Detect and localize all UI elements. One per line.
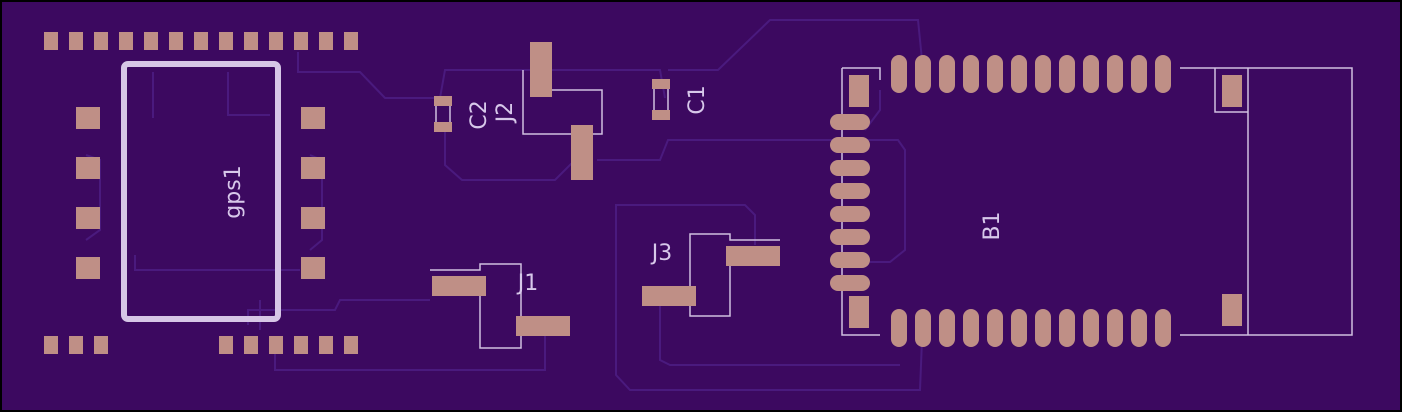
- b1-shield-pad-top: [1222, 75, 1242, 107]
- gps-module: gps1: [44, 32, 358, 354]
- c1-label: C1: [685, 85, 710, 114]
- j1-label: J1: [516, 271, 539, 296]
- b1-left-pads: [830, 75, 870, 328]
- c2-label: C2: [467, 100, 492, 129]
- b1-label: B1: [980, 211, 1005, 240]
- j3-label: J3: [650, 241, 673, 266]
- b1-bottom-pads: [891, 309, 1171, 347]
- gps-label: gps1: [221, 165, 246, 218]
- gps-bottom-pads: [44, 336, 358, 354]
- capacitor-c2: C2: [434, 96, 492, 132]
- gps-right-pads: [301, 107, 325, 279]
- b1-shield-pad-bottom: [1222, 294, 1242, 326]
- gps-left-pads: [76, 107, 100, 279]
- capacitor-c1: C1: [652, 79, 710, 120]
- gps-outline: [121, 61, 281, 322]
- connector-j2: J2: [493, 42, 603, 180]
- connector-j1: J1: [430, 263, 570, 349]
- j2-label: J2: [493, 102, 518, 125]
- gps-top-pads: [44, 32, 358, 50]
- connector-j3: J3: [642, 233, 780, 317]
- module-b1: B1: [830, 55, 1353, 347]
- b1-top-pads: [891, 55, 1171, 93]
